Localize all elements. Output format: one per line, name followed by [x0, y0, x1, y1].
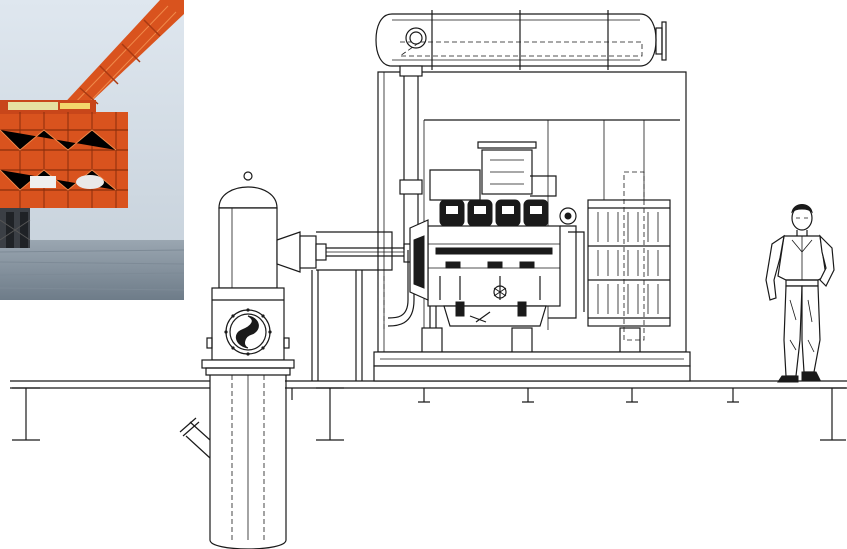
valve-covers: [439, 199, 549, 227]
diesel-engine: [409, 141, 641, 353]
i-beam: [820, 387, 846, 441]
platform-floor: [10, 380, 847, 441]
drive-shaft: [276, 231, 419, 381]
i-beam: [316, 387, 344, 441]
skid-base: [373, 351, 691, 382]
exhaust-silencer: [375, 10, 667, 70]
radiator: [587, 171, 671, 341]
human-figure: [765, 204, 835, 383]
offshore-platform-photo: [0, 0, 184, 300]
vertical-pump: [179, 171, 295, 549]
i-beam: [12, 387, 40, 441]
